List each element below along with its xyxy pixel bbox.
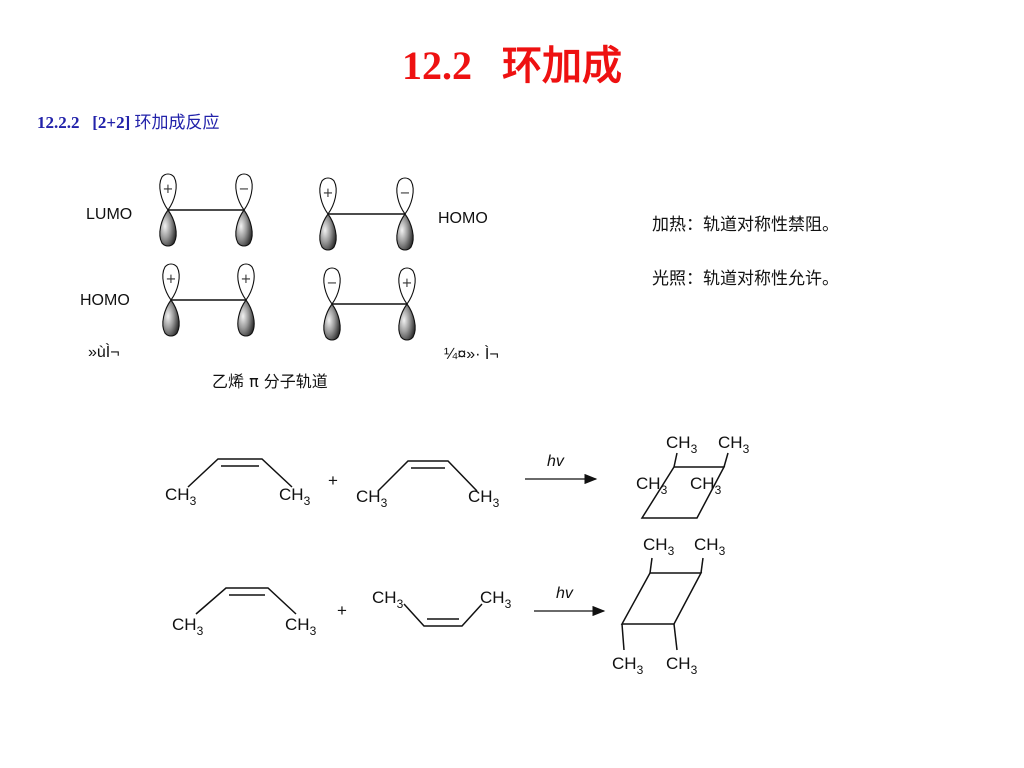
excited-state-label: ¼¤»· Ì¬ <box>444 344 499 363</box>
orbital-lobe-shaded <box>319 213 337 251</box>
orbital-lobe-shaded <box>235 209 253 247</box>
phase-sign: − <box>400 186 411 201</box>
cis-2-butene-a <box>187 458 293 488</box>
orbital-lobe-shaded <box>396 213 414 251</box>
phase-sign: − <box>327 276 338 291</box>
methyl-label: CH3 <box>636 474 668 497</box>
ethylene-excited-homo-orbital: +− <box>319 177 414 251</box>
plus-sign: + <box>337 601 347 620</box>
methyl-label: CH3 <box>690 474 722 497</box>
note-photochemical: 光照：轨道对称性允许。 <box>652 269 839 289</box>
section-number: 12.2.2 [2+2] <box>37 113 135 132</box>
orbital-lobe-white <box>396 177 414 215</box>
methyl-label: CH3 <box>285 615 317 638</box>
cyclobutane-product-2 <box>620 557 704 651</box>
phase-sign: + <box>166 272 177 287</box>
orbital-lobe-shaded <box>237 299 255 337</box>
ethylene-excited-lumo-orbital: −+ <box>323 267 416 341</box>
phase-sign: + <box>323 186 334 201</box>
lumo-label: LUMO <box>86 206 132 223</box>
phase-sign: + <box>402 276 413 291</box>
orbital-lobe-white <box>162 263 180 301</box>
cis-2-butene-d <box>403 603 483 627</box>
hv-label: hv <box>556 585 574 602</box>
ethylene-ground-homo-orbital: ++ <box>162 263 255 337</box>
reaction-1 <box>187 452 729 519</box>
methyl-label: CH3 <box>279 485 311 508</box>
methyl-label: CH3 <box>718 433 750 456</box>
methyl-label: CH3 <box>468 487 500 510</box>
orbital-lobe-white <box>319 177 337 215</box>
methyl-label: CH3 <box>666 654 698 677</box>
section-heading: 12.2.2 [2+2] 环加成反应 <box>37 112 220 134</box>
orbital-lobe-white <box>159 173 177 211</box>
orbital-lobe-shaded <box>162 299 180 337</box>
cis-2-butene-b <box>377 460 478 492</box>
orbital-lobe-white <box>235 173 253 211</box>
cis-2-butene-c <box>195 587 297 615</box>
methyl-label: CH3 <box>643 535 675 558</box>
note-thermal: 加热：轨道对称性禁阻。 <box>652 215 839 235</box>
methyl-label: CH3 <box>372 588 404 611</box>
phase-sign: − <box>239 182 250 197</box>
methyl-label: CH3 <box>356 487 388 510</box>
orbital-caption: 乙烯 π 分子轨道 <box>212 372 328 391</box>
phase-sign: + <box>241 272 252 287</box>
section-heading-text: 环加成反应 <box>134 113 220 133</box>
homo-left-label: HOMO <box>80 292 130 309</box>
methyl-label: CH3 <box>666 433 698 456</box>
reaction-2 <box>195 557 704 651</box>
orbital-lobe-shaded <box>398 303 416 341</box>
ground-state-label: »ùÌ¬ <box>88 342 120 361</box>
orbital-lobe-shaded <box>159 209 177 247</box>
homo-right-label: HOMO <box>438 210 488 227</box>
phase-sign: + <box>163 182 174 197</box>
methyl-label: CH3 <box>172 615 204 638</box>
methyl-label: CH3 <box>612 654 644 677</box>
methyl-label: CH3 <box>165 485 197 508</box>
ethylene-lumo-orbital: +− <box>159 173 253 247</box>
plus-sign: + <box>328 471 338 490</box>
methyl-label: CH3 <box>480 588 512 611</box>
orbital-lobe-white <box>237 263 255 301</box>
orbital-lobe-white <box>398 267 416 305</box>
slide-title: 12.2 环加成 <box>402 43 622 88</box>
cyclobutane-product-1 <box>640 452 729 519</box>
methyl-label: CH3 <box>694 535 726 558</box>
hv-label: hv <box>547 453 565 470</box>
orbital-diagram: +−+−++−+ <box>159 173 416 341</box>
orbital-lobe-white <box>323 267 341 305</box>
orbital-lobe-shaded <box>323 303 341 341</box>
